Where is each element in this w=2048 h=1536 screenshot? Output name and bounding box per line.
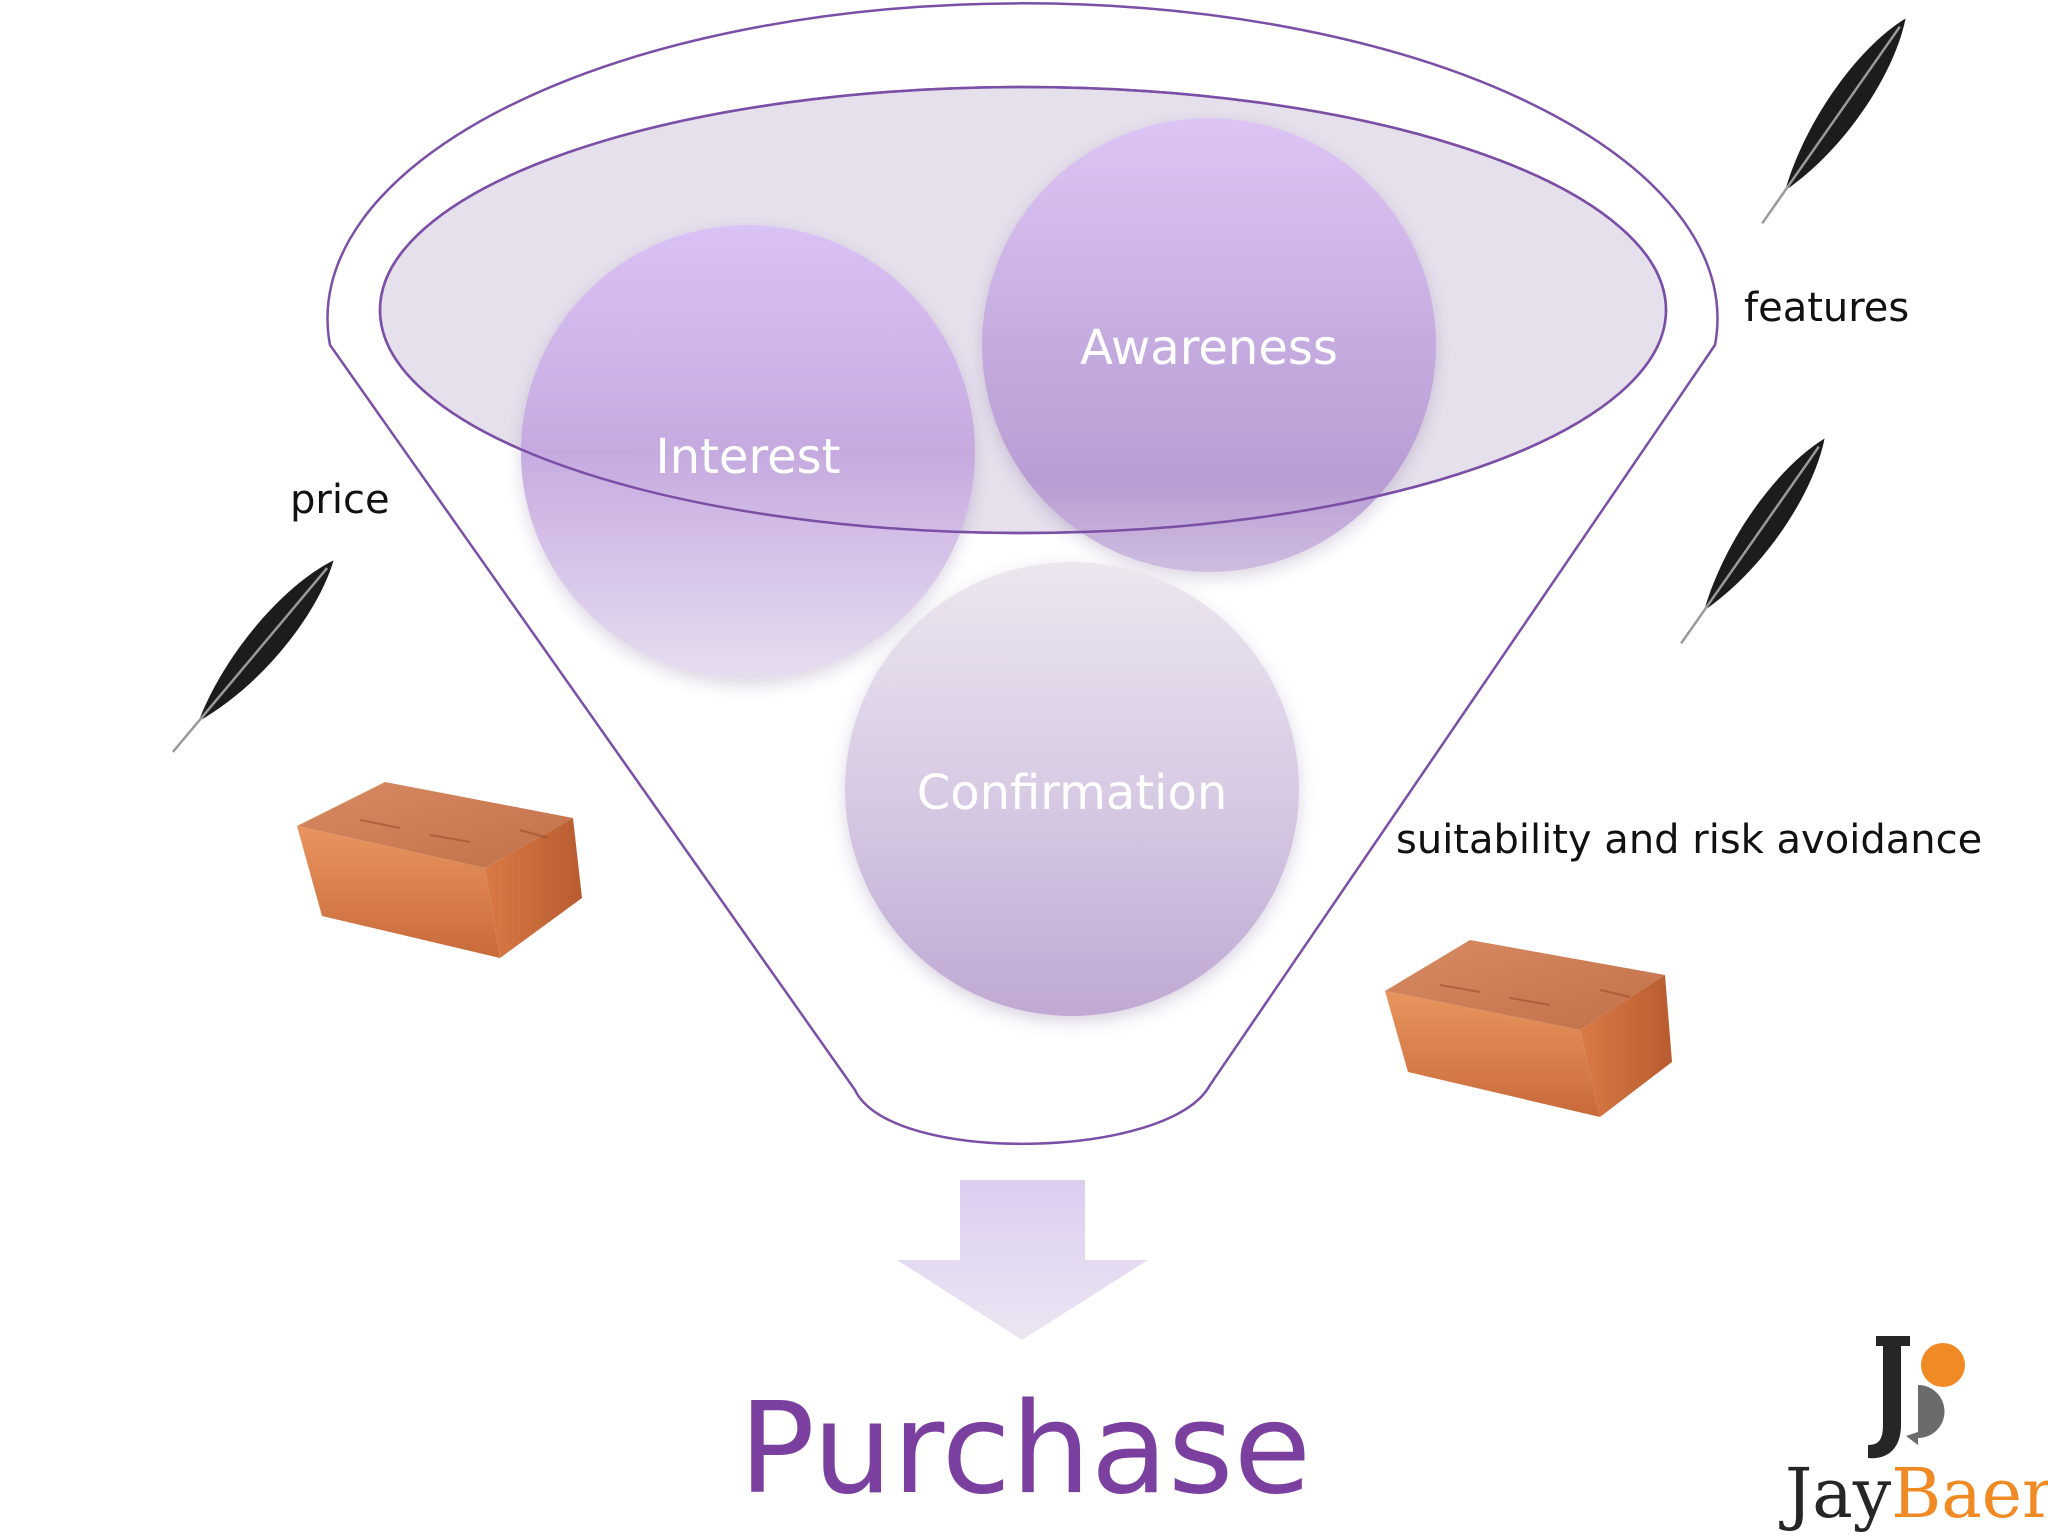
brick-icon xyxy=(1385,940,1672,1117)
purchase-title: Purchase xyxy=(738,1375,1312,1522)
feather-icon xyxy=(1680,438,1825,645)
brick-icon xyxy=(297,782,582,958)
interest-label: Interest xyxy=(655,429,841,485)
interest-circle xyxy=(521,225,975,679)
price-label: price xyxy=(290,477,390,523)
brand-last-name: Baer xyxy=(1891,1455,2048,1534)
confirmation-label: Confirmation xyxy=(916,765,1228,821)
awareness-label: Awareness xyxy=(1080,320,1338,376)
suitability-label: suitability and risk avoidance xyxy=(1396,817,1983,863)
jaybaer-logo-icon xyxy=(1868,1336,1965,1459)
funnel-outline xyxy=(326,2,1719,1145)
feather-icon xyxy=(171,560,334,753)
features-label: features xyxy=(1744,285,1910,331)
confirmation-circle xyxy=(845,562,1299,1016)
feather-icon xyxy=(1761,18,1906,225)
jaybaer-wordmark: JayBaer xyxy=(1785,1455,2048,1534)
awareness-circle xyxy=(982,118,1436,572)
funnel-rim-line xyxy=(378,85,1668,535)
purchase-arrow xyxy=(897,1180,1148,1340)
brand-first-name: Jay xyxy=(1785,1455,1892,1534)
